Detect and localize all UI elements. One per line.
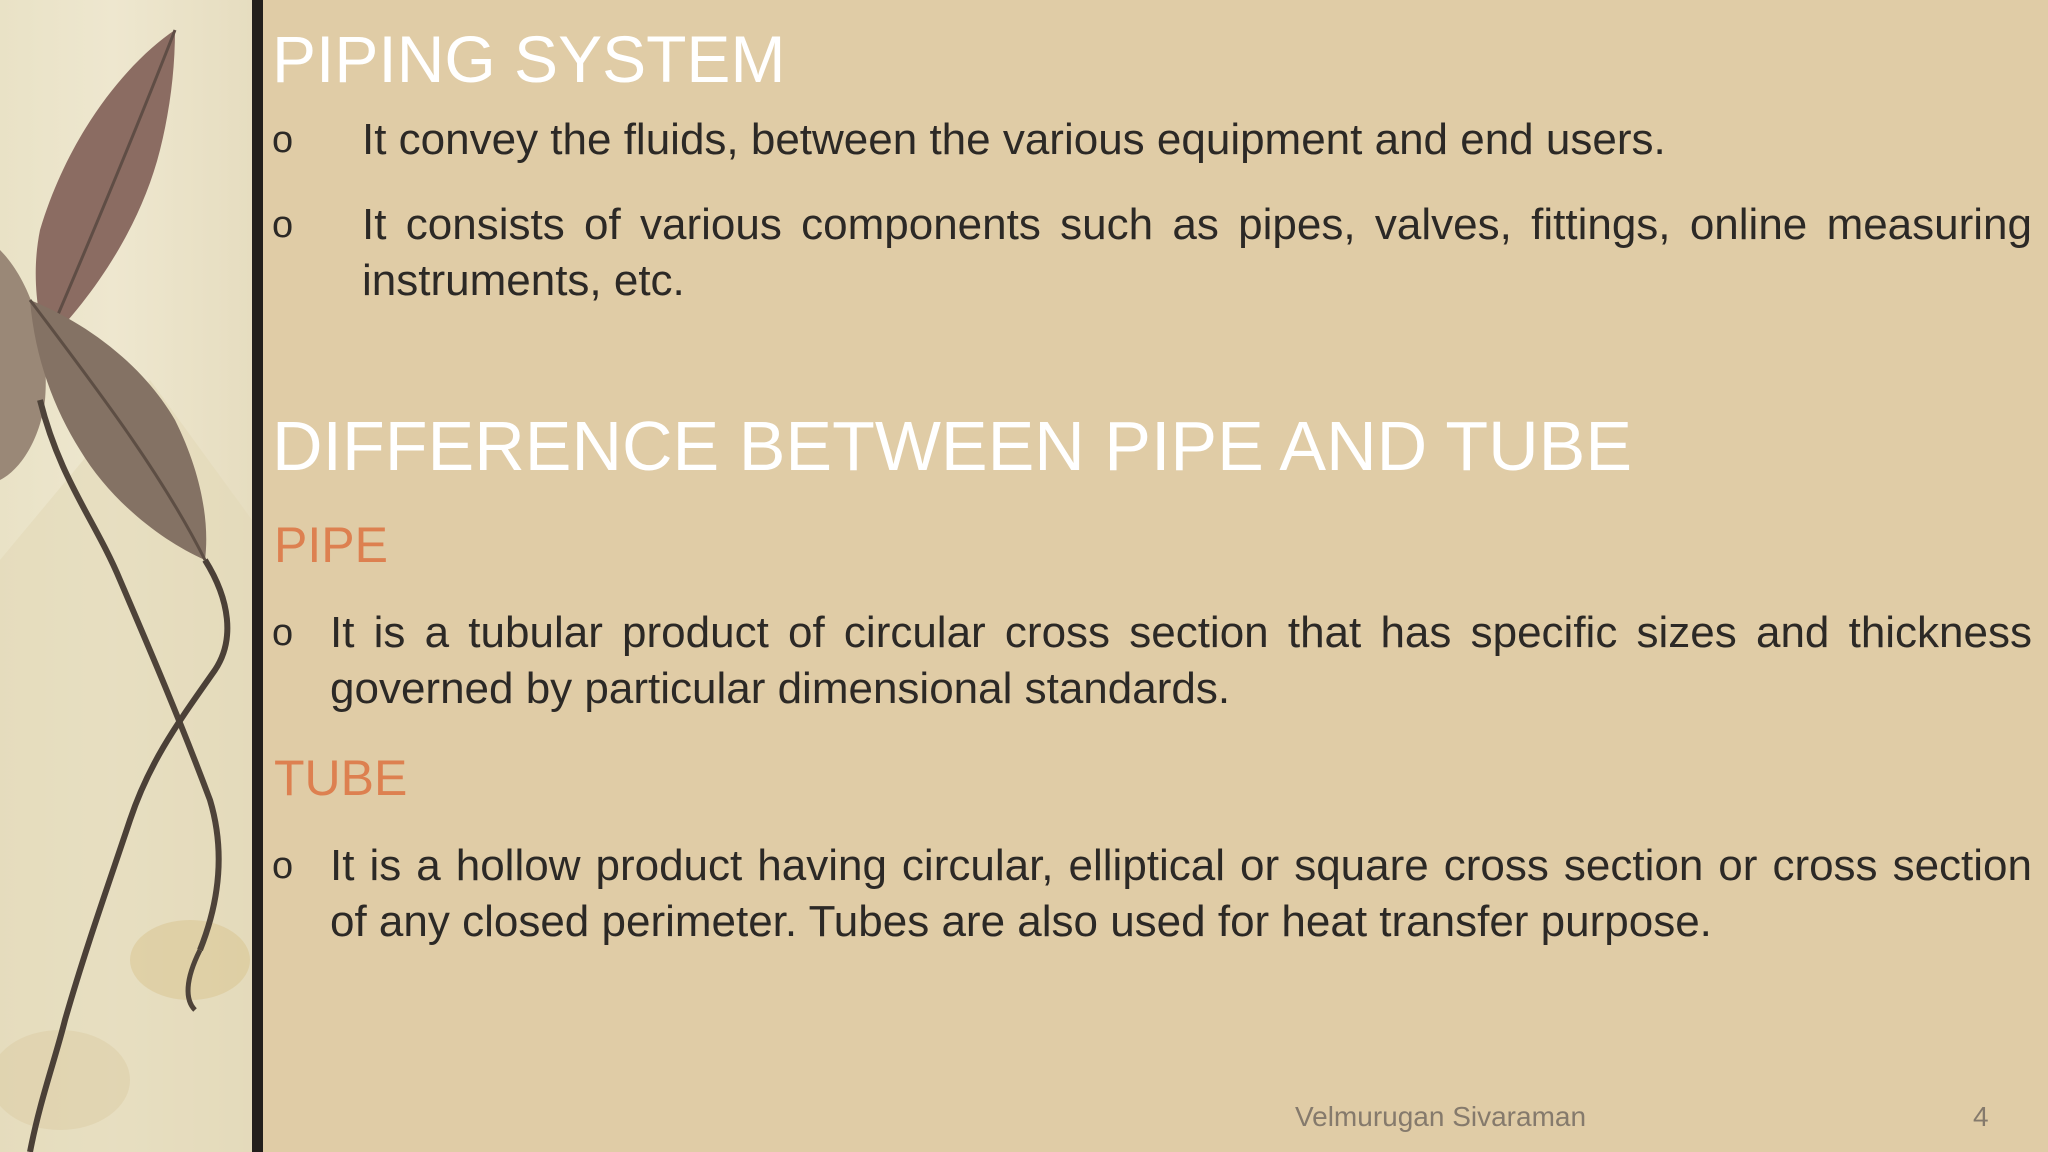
bullet-marker: o <box>272 204 294 246</box>
tube-heading: TUBE <box>274 750 408 806</box>
bullet-item: o It consists of various components such… <box>272 197 2032 309</box>
bullet-text: It consists of various components such a… <box>362 200 2032 305</box>
tube-definition-text: It is a hollow product having circular, … <box>330 841 2032 946</box>
tube-definition: o It is a hollow product having circular… <box>272 838 2032 950</box>
bullet-marker: o <box>272 119 294 161</box>
decorative-leaf-panel <box>0 0 252 1152</box>
pipe-heading: PIPE <box>274 517 388 573</box>
bullet-text: It convey the fluids, between the variou… <box>362 115 1666 164</box>
slide-title: PIPING SYSTEM <box>272 22 786 96</box>
bullet-item: o It convey the fluids, between the vari… <box>272 112 2032 168</box>
page-number: 4 <box>1973 1101 1989 1132</box>
footer-author: Velmurugan Sivaraman <box>1295 1101 1587 1132</box>
pipe-definition: o It is a tubular product of circular cr… <box>272 605 2032 717</box>
slide-content: PIPING SYSTEM o It convey the fluids, be… <box>272 0 2032 1152</box>
pipe-definition-text: It is a tubular product of circular cros… <box>330 608 2032 713</box>
section-title: DIFFERENCE BETWEEN PIPE AND TUBE <box>272 407 1633 485</box>
bullet-marker: o <box>272 845 294 887</box>
vertical-divider <box>252 0 263 1152</box>
bullet-marker: o <box>272 612 294 654</box>
leaf-branch-illustration <box>0 29 252 1152</box>
